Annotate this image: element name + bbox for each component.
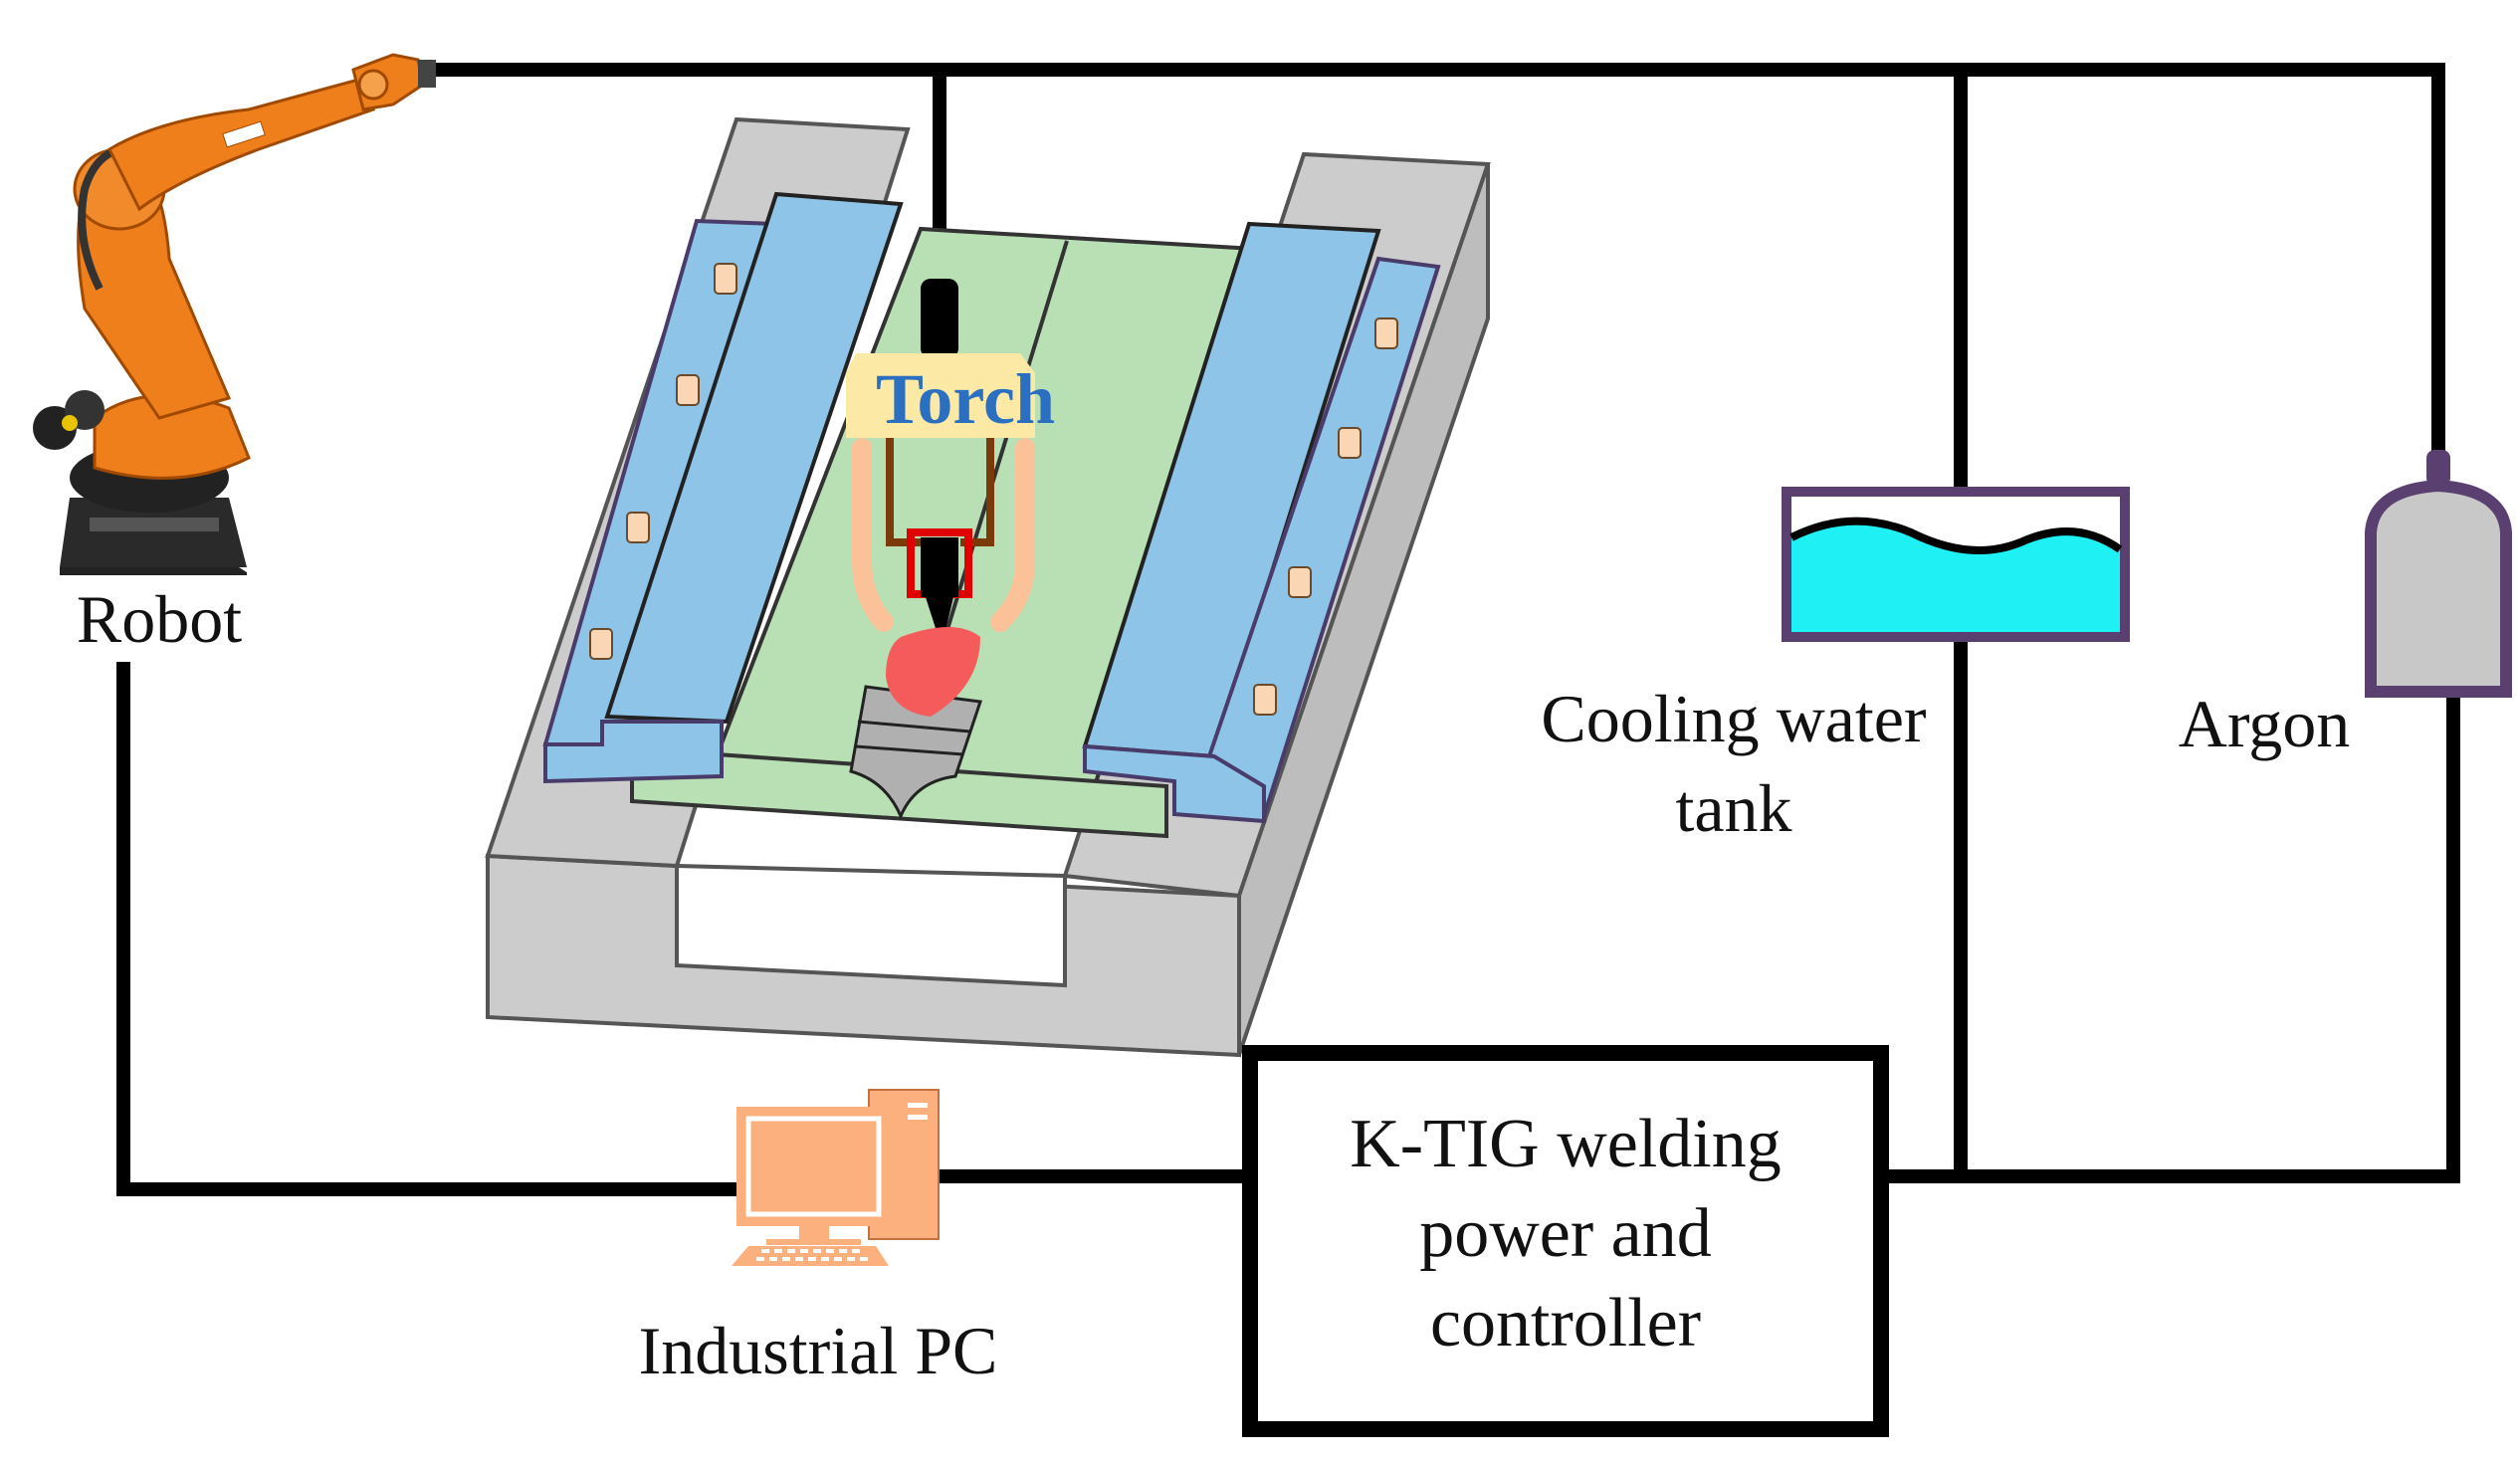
water-tank-icon [1782, 487, 2130, 642]
robot-turret-body [93, 393, 251, 480]
k-tig-controller-box: K-TIG welding power and controller [1242, 1045, 1889, 1437]
cylinder-body [2365, 479, 2512, 698]
robot-wrist-joint [357, 69, 389, 101]
torch-left-arm [852, 438, 894, 632]
bolt [1288, 566, 1312, 598]
robot-motor-yellow [62, 415, 78, 431]
bolt [1338, 427, 1362, 459]
left-clamp-foot [543, 720, 724, 784]
cooling-water-tank-label-line2: tank [1675, 770, 1791, 846]
torch-label-box [846, 353, 1035, 438]
pc-tower-slot [908, 1103, 928, 1108]
robot-label-plate [222, 120, 266, 148]
robot-flange [418, 60, 436, 88]
bolt [676, 374, 700, 406]
bolt [1374, 317, 1398, 349]
bolt [714, 263, 737, 295]
pc-stand-base [766, 1239, 861, 1245]
tank-water-surface [1789, 517, 2123, 554]
industrial-robot-arm-icon [33, 53, 436, 575]
torch-label: Torch [876, 359, 1055, 439]
tank-water [1791, 521, 2120, 632]
cooling-water-tank-label-line1: Cooling water [1541, 681, 1927, 756]
robot-label: Robot [77, 581, 242, 657]
fixture-frame-right-side [1237, 163, 1490, 1056]
right-clamp-foot [1083, 743, 1266, 824]
torch-nozzle [921, 537, 958, 597]
pc-keyboard-keys [756, 1249, 868, 1261]
cylinder-valve [2426, 450, 2450, 486]
industrial-pc-label: Industrial PC [639, 1313, 998, 1388]
gas-cylinder-icon [2365, 450, 2512, 698]
weld-bead-line [857, 720, 971, 733]
clamp-bolts [589, 263, 1398, 716]
wire-robot-pc [116, 662, 743, 1196]
robot-base [60, 567, 247, 575]
bolt [589, 628, 613, 660]
wire-top-bus [431, 63, 2445, 460]
weld-bead [849, 685, 982, 820]
pc-tower-slot [908, 1115, 928, 1120]
connection-wires [116, 63, 2460, 1196]
desktop-computer-icon [732, 1089, 940, 1266]
pc-stand [799, 1226, 829, 1242]
wire-controller-right [1874, 690, 2460, 1183]
bolt [1253, 684, 1277, 716]
torch-electrode [926, 597, 953, 647]
pc-screen [745, 1116, 882, 1217]
controller-box [1242, 1045, 1889, 1437]
pc-keyboard [732, 1246, 889, 1266]
welding-torch: Torch [846, 279, 1055, 717]
robot-base-plate [60, 498, 247, 567]
controller-label-line1: K-TIG welding [1350, 1106, 1782, 1182]
robot-upper-arm [107, 78, 376, 212]
welding-fixture [485, 116, 1491, 1058]
robot-base-stripe [90, 518, 219, 531]
fixture-frame-opening [675, 863, 1067, 988]
torch-cable-end [921, 279, 958, 358]
argon-label: Argon [2179, 686, 2351, 761]
torch-right-arm [990, 438, 1035, 632]
weld-bead-line [855, 744, 964, 756]
controller-label-line3: controller [1430, 1285, 1701, 1361]
controller-label-line2: power and [1419, 1195, 1712, 1272]
weld-pool-arc [886, 627, 980, 717]
bolt [626, 512, 650, 543]
